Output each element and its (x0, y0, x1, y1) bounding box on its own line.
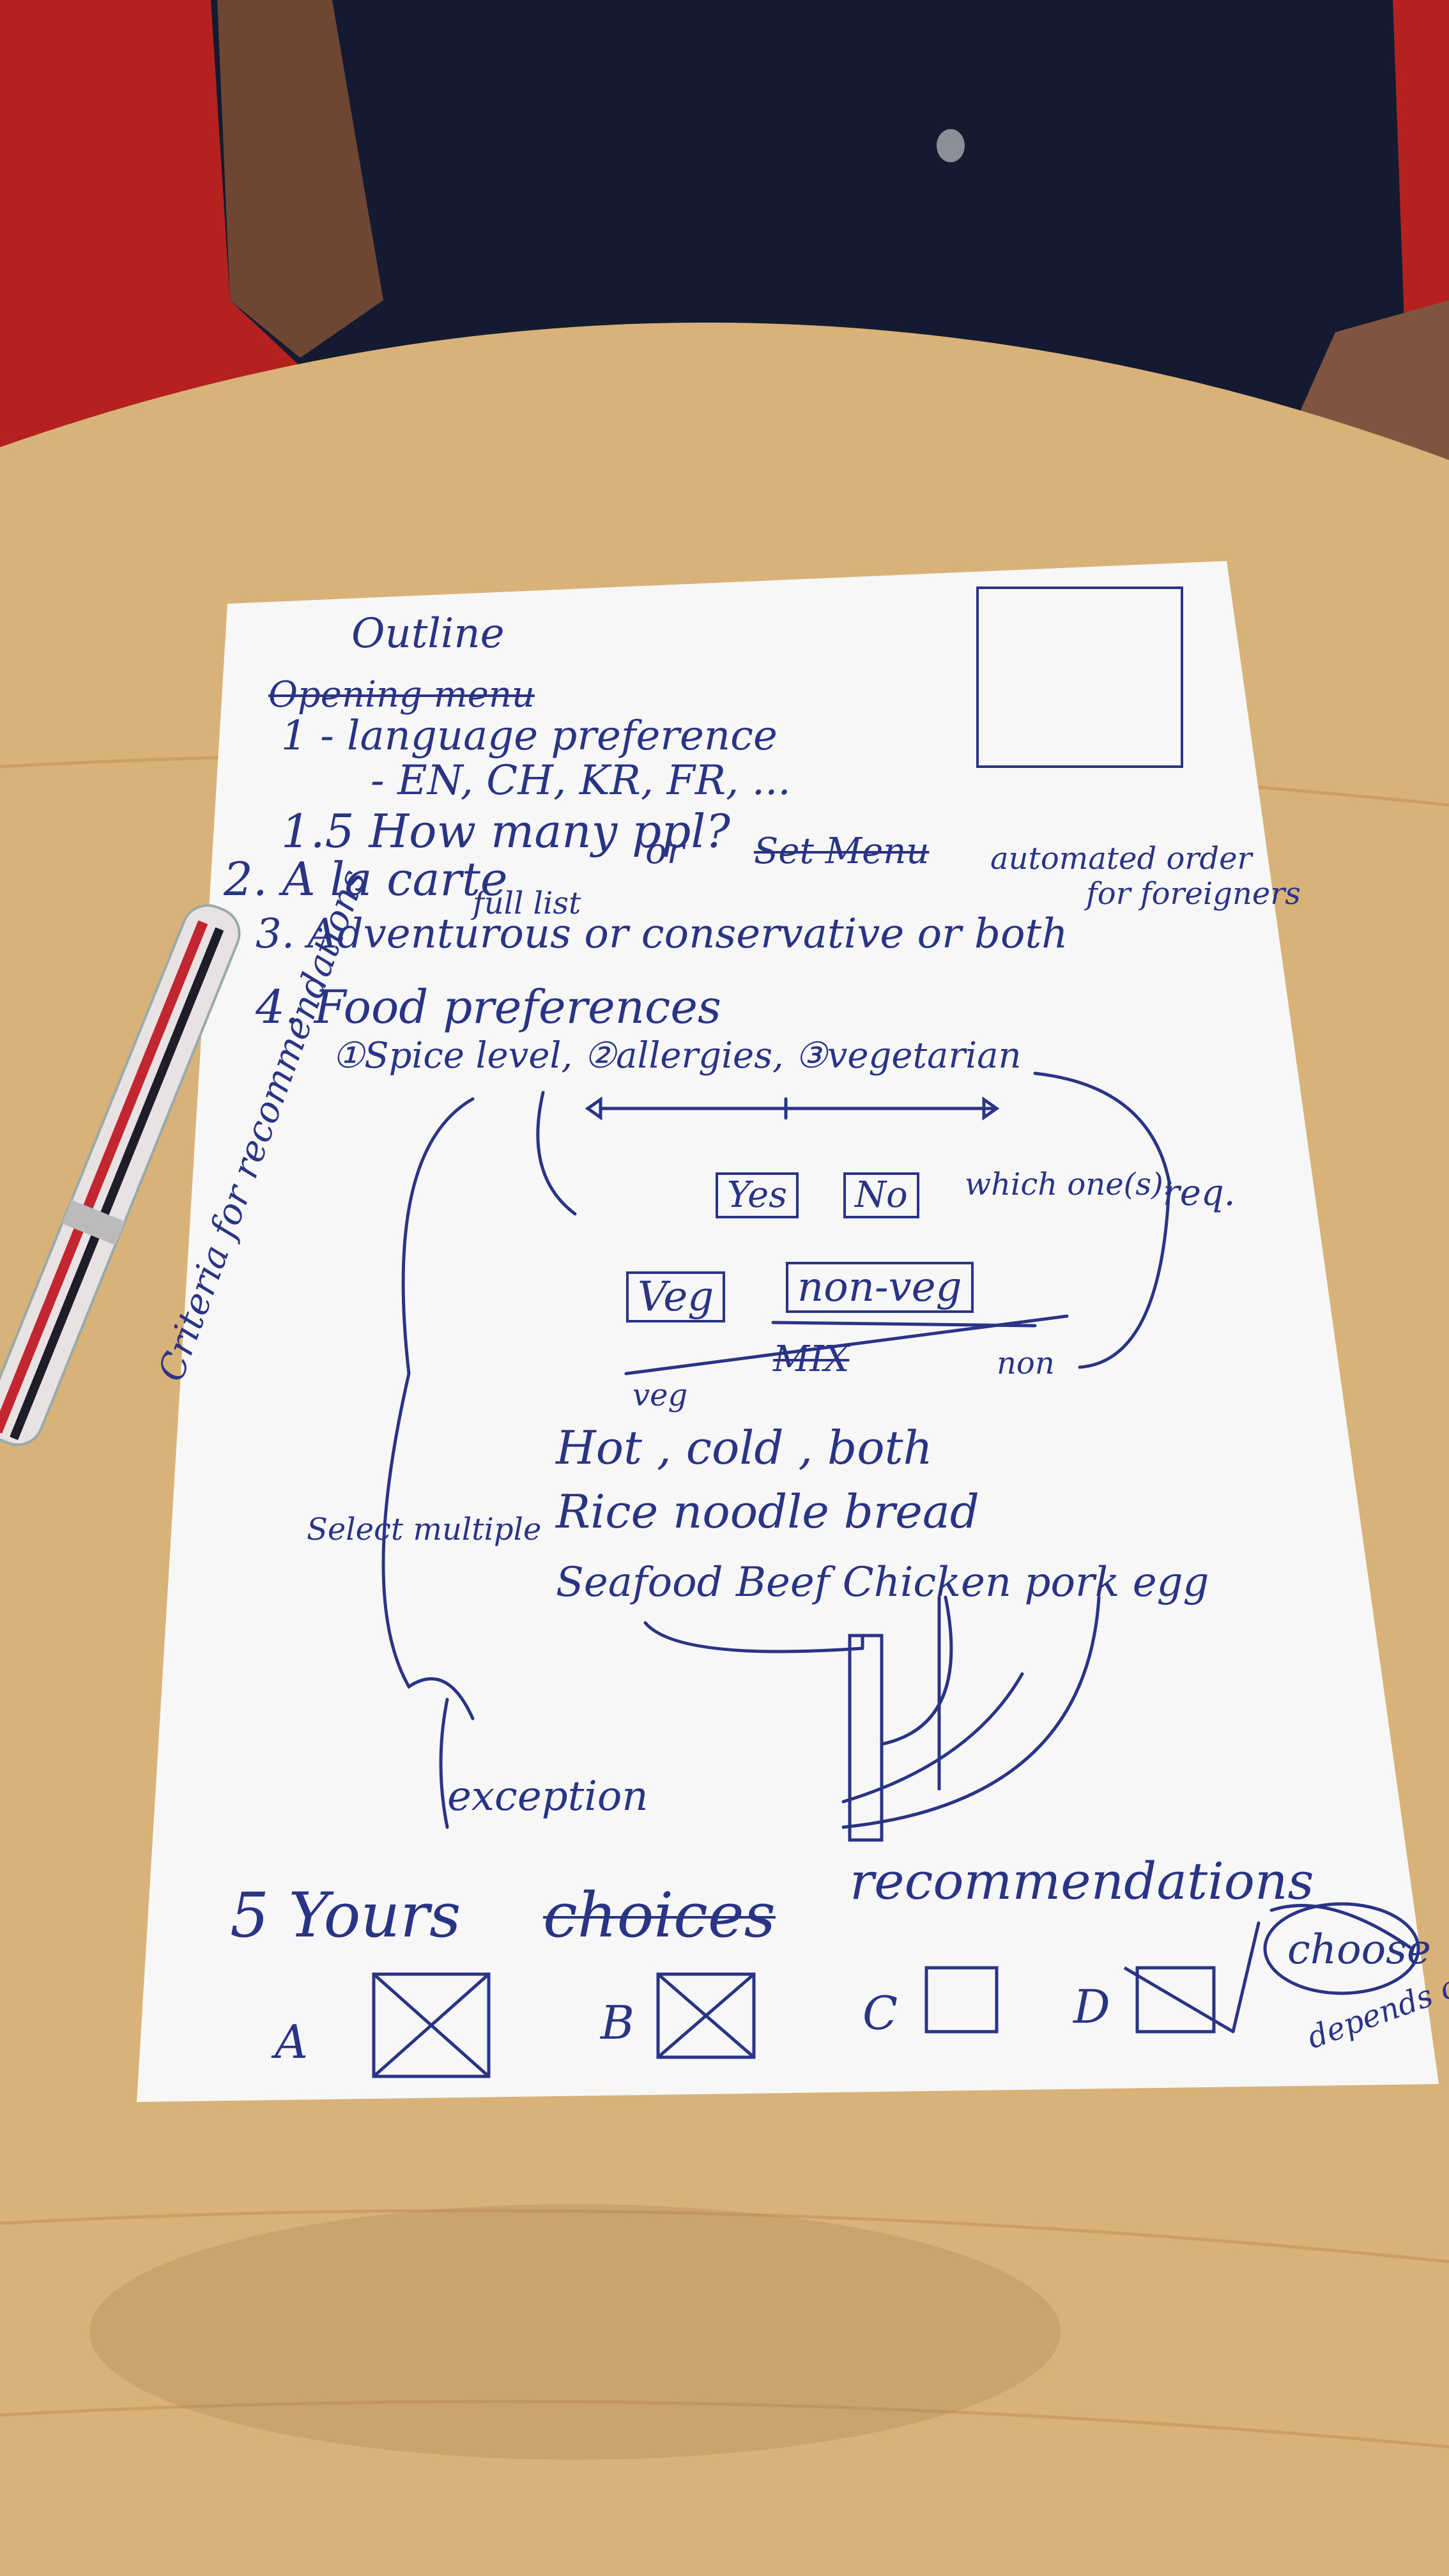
item-2-foreigners: for foreigners (1086, 876, 1301, 912)
wood-grain-2 (0, 2209, 1449, 2264)
row-3-mix: MIX (773, 1338, 850, 1380)
choice-sketches (372, 1902, 1420, 2078)
item-2-or: or (645, 831, 684, 872)
item-3-adventurous: 3. Adventurous or conservative or both (256, 910, 1068, 958)
paper-sheet (137, 561, 1439, 2102)
row-5-carbs: Rice noodle bread (556, 1485, 979, 1538)
item-1-language: 1 - language preference (281, 712, 778, 760)
wood-grain-3 (0, 2400, 1449, 2449)
sketch-box (976, 586, 1183, 768)
ink-strokes (381, 1071, 1414, 2034)
item-5-choices: choices (543, 1880, 776, 1951)
pen (0, 904, 241, 1446)
choice-c-label: C (862, 1986, 898, 2040)
choice-b-label: B (601, 1996, 634, 2050)
row-3-non-end: non (997, 1346, 1055, 1381)
exception: exception (447, 1773, 648, 1820)
item-4-sub: ①Spice level, ②allergies, ③vegetarian (332, 1035, 1022, 1077)
item-2-full-list: full list (473, 885, 581, 921)
item-1-5-people: 1.5 How many ppl? (281, 804, 730, 858)
row-4-temperature: Hot , cold , both (556, 1421, 933, 1475)
row-2-yes: Yes (716, 1172, 799, 1218)
row-3-veg-end: veg (632, 1377, 688, 1413)
row-2-which: which one(s): (965, 1167, 1174, 1202)
row-6-protein: Seafood Beef Chicken pork egg (556, 1559, 1209, 1606)
item-2-a-la-carte: 2. A la carte (224, 852, 508, 906)
item-5-prefix: 5 Yours (230, 1880, 461, 1951)
item-2-set-menu: Set Menu (754, 831, 930, 872)
select-multiple: Select multiple (307, 1512, 542, 1547)
title-outline: Outline (351, 610, 505, 657)
person-left-hand (217, 0, 383, 358)
person-shirt (211, 0, 1406, 434)
table-shadow (89, 2204, 1061, 2460)
choose-label: choose (1287, 1926, 1431, 1974)
choice-a-label: A (275, 2015, 308, 2069)
row-3-veg: Veg (626, 1271, 726, 1322)
row-2-req: req. (1163, 1172, 1236, 1214)
item-2-automated: automated order (990, 841, 1252, 877)
row-3-nonveg: non-veg (786, 1262, 974, 1313)
row-2-no: No (843, 1172, 919, 1218)
item-4-food-preferences: 4. Food preferences (256, 980, 721, 1034)
opening-menu: Opening menu (268, 674, 535, 716)
choice-d-label: D (1073, 1980, 1110, 2034)
shirt-button (937, 129, 965, 162)
item-1-options: - EN, CH, KR, FR, ... (371, 757, 791, 804)
item-5-recommendations: recommendations (850, 1851, 1314, 1911)
